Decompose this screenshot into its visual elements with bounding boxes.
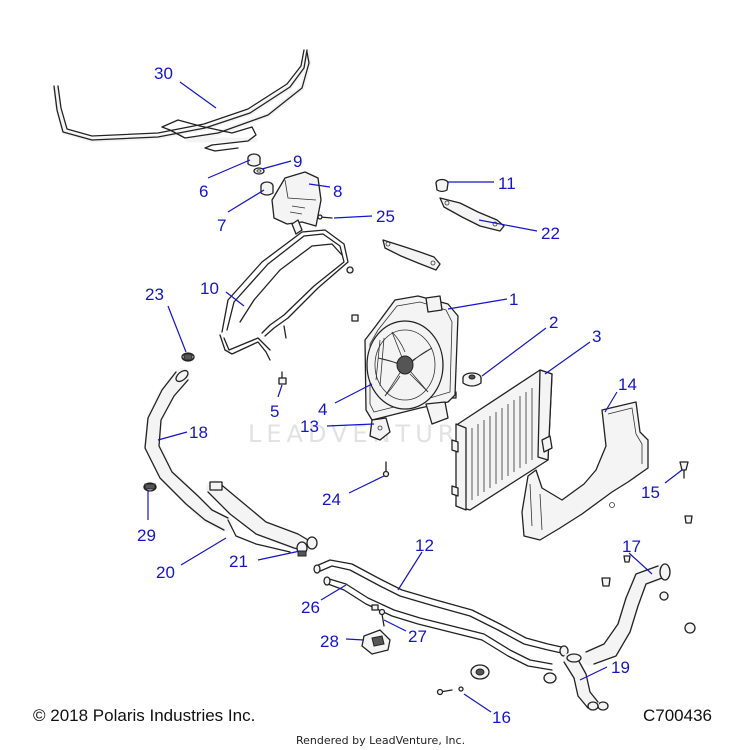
callout-13[interactable]: 13 xyxy=(300,417,319,436)
copyright-text: © 2018 Polaris Industries Inc. xyxy=(33,706,255,725)
part-22-bracket[interactable] xyxy=(439,197,505,232)
part-16-bolt[interactable] xyxy=(436,686,464,696)
part-10-overflow-tube[interactable] xyxy=(219,229,354,361)
part-6-cap[interactable] xyxy=(247,153,261,167)
part-12-coolant-tubes[interactable] xyxy=(313,559,569,671)
part-1-fan-shroud[interactable] xyxy=(364,295,459,421)
part-24-screw[interactable] xyxy=(382,461,390,478)
callout-18[interactable]: 18 xyxy=(189,423,208,442)
callout-2[interactable]: 2 xyxy=(549,313,558,332)
part-18-hose[interactable] xyxy=(144,368,233,532)
part-grommet-lower xyxy=(470,664,609,711)
callout-17[interactable]: 17 xyxy=(622,537,641,556)
callout-16[interactable]: 16 xyxy=(492,708,511,727)
callout-25[interactable]: 25 xyxy=(376,207,395,226)
part-25-bolt[interactable] xyxy=(317,214,333,220)
callout-20[interactable]: 20 xyxy=(156,563,175,582)
callout-8[interactable]: 8 xyxy=(333,182,342,201)
callout-15[interactable]: 15 xyxy=(641,483,660,502)
callout-9[interactable]: 9 xyxy=(293,152,302,171)
callout-23[interactable]: 23 xyxy=(145,285,164,304)
part-15-fastener[interactable] xyxy=(679,461,693,524)
callout-6[interactable]: 6 xyxy=(199,182,208,201)
callout-14[interactable]: 14 xyxy=(618,375,637,394)
callout-24[interactable]: 24 xyxy=(322,490,341,509)
part-14-shroud[interactable] xyxy=(521,401,649,541)
part-2-fan-hub[interactable] xyxy=(462,372,482,387)
part-13-bracket[interactable] xyxy=(369,401,449,441)
callout-28[interactable]: 28 xyxy=(320,632,339,651)
callout-12[interactable]: 12 xyxy=(415,536,434,555)
callout-5[interactable]: 5 xyxy=(270,402,279,421)
part-3-radiator[interactable] xyxy=(451,369,553,511)
callout-11[interactable]: 11 xyxy=(498,174,516,193)
callout-19[interactable]: 19 xyxy=(611,658,630,677)
part-5-bolt[interactable] xyxy=(278,371,287,385)
part-30-hose[interactable] xyxy=(52,49,312,152)
part-17-hose[interactable] xyxy=(582,555,696,666)
diagram-code: C700436 xyxy=(643,706,712,725)
callout-3[interactable]: 3 xyxy=(592,327,601,346)
callout-1[interactable]: 1 xyxy=(509,290,518,309)
callout-4[interactable]: 4 xyxy=(318,400,327,419)
leader-lines xyxy=(147,81,683,713)
part-29-clamp[interactable] xyxy=(143,482,157,492)
callout-labels: 30 9 6 8 7 11 25 22 10 23 1 2 3 14 4 5 1… xyxy=(137,64,660,727)
callout-22[interactable]: 22 xyxy=(541,224,560,243)
callout-21[interactable]: 21 xyxy=(229,552,248,571)
part-28-clip[interactable] xyxy=(361,629,391,655)
part-11-grommet[interactable] xyxy=(435,178,449,193)
part-bracket-upper[interactable] xyxy=(382,239,441,271)
callout-27[interactable]: 27 xyxy=(408,627,427,646)
part-27-screw[interactable] xyxy=(371,604,386,627)
callout-26[interactable]: 26 xyxy=(301,598,320,617)
part-23-clamp[interactable] xyxy=(181,352,195,362)
callout-10[interactable]: 10 xyxy=(200,279,219,298)
part-9-washer[interactable] xyxy=(253,167,265,175)
part-19-elbow-hose[interactable] xyxy=(563,653,599,711)
callout-30[interactable]: 30 xyxy=(154,64,173,83)
callout-29[interactable]: 29 xyxy=(137,526,156,545)
rendered-by-text: Rendered by LeadVenture, Inc. xyxy=(296,734,465,747)
part-7-fill-cap[interactable] xyxy=(260,181,274,196)
part-8-reservoir[interactable] xyxy=(271,171,322,235)
callout-7[interactable]: 7 xyxy=(217,216,226,235)
